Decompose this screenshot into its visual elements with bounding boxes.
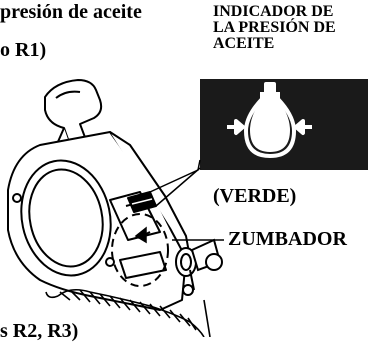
heading-oil-pressure-fragment: presión de aceite <box>0 1 142 23</box>
indicator-title-line-2: LA PRESIÓN DE <box>213 19 336 36</box>
label-verde: (VERDE) <box>213 185 297 207</box>
key-switch <box>175 238 223 296</box>
oil-drop-indicator-icon <box>227 82 312 158</box>
control-housing <box>7 131 191 311</box>
label-zumbador: ZUMBADOR <box>228 228 347 250</box>
indicator-title-line-1: INDICADOR DE <box>213 3 334 20</box>
label-r2-r3-fragment: s R2, R3) <box>0 320 79 342</box>
buzzer-highlight-circle <box>111 213 169 287</box>
label-r1-fragment: o R1) <box>0 39 47 61</box>
lanyard-cord <box>45 288 211 337</box>
leader-lines <box>134 159 224 244</box>
indicator-title: INDICADOR DE LA PRESIÓN DE ACEITE <box>213 4 336 52</box>
indicator-title-line-3: ACEITE <box>213 35 275 52</box>
